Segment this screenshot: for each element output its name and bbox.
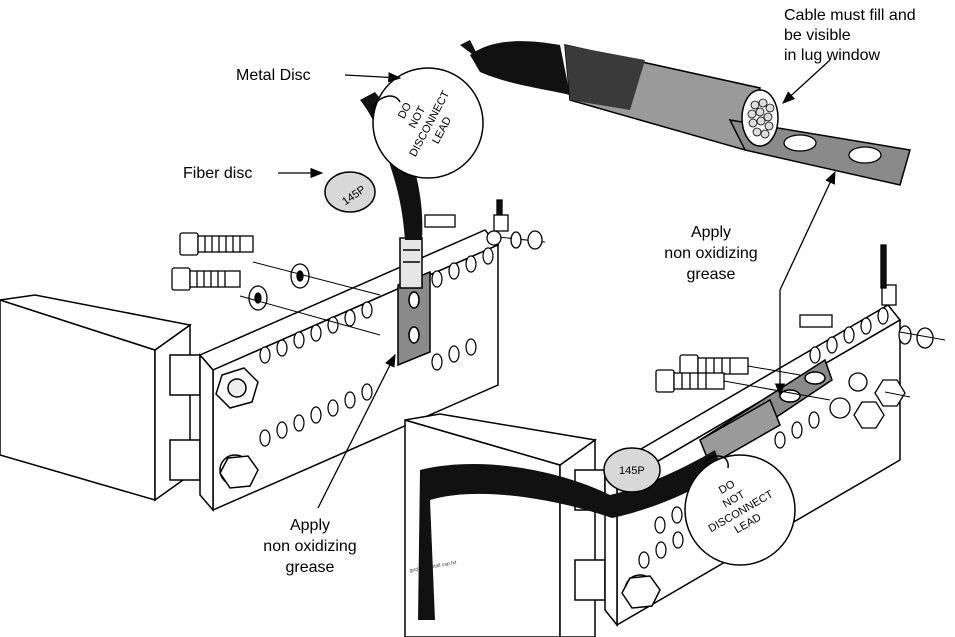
left-lug — [397, 237, 431, 367]
apply-grease-left-label: Apply non oxidizing grease — [263, 517, 356, 576]
apply-grease-right-label: Apply non oxidizing grease — [664, 224, 757, 283]
left-metal-disc: DO NOT DISCONNECT LEAD — [371, 67, 484, 179]
apply-right-line1: Apply — [691, 224, 731, 241]
left-mount-bolt-bottom — [219, 454, 259, 489]
cable-note-line1: Cable must fill and — [784, 7, 916, 24]
left-loose-bolts — [171, 214, 456, 311]
right-assembly: gnd bar install cap fxt — [404, 244, 946, 637]
cable-strands — [747, 98, 775, 139]
cable-note-label: Cable must fill and be visible in lug wi… — [784, 7, 916, 64]
right-hardware — [829, 244, 934, 429]
top-cable-lug-detail — [460, 40, 911, 186]
leader-arrows — [278, 59, 836, 509]
left-mount-bolt-top — [215, 367, 259, 409]
cable-note-line3: in lug window — [784, 47, 881, 64]
fiber-disc-label: Fiber disc — [183, 165, 252, 182]
left-fiber-disc: 145P — [324, 171, 376, 213]
right-wall-bracket — [404, 413, 606, 637]
apply-right-line2: non oxidizing — [664, 245, 757, 262]
left-top-lug-hardware — [486, 199, 543, 250]
right-loose-bolts — [655, 314, 833, 393]
apply-right-line3: grease — [687, 266, 736, 283]
apply-left-line2: non oxidizing — [263, 538, 356, 555]
right-cable — [418, 450, 722, 620]
right-mount-bolt — [621, 574, 661, 609]
metal-disc-label: Metal Disc — [236, 67, 311, 84]
right-metal-disc: DO NOT DISCONNECT LEAD — [684, 454, 796, 566]
left-bar-holes-row2 — [259, 338, 477, 447]
right-fiber-disc-text: 145P — [619, 465, 645, 477]
left-cable — [360, 92, 423, 240]
cable-note-line2: be visible — [784, 27, 851, 44]
left-assembly: 145P DO NOT DISCONNECT LEAD — [0, 67, 546, 513]
left-bar-holes-row1 — [259, 247, 494, 364]
right-fiber-disc: 145P — [603, 447, 661, 493]
apply-left-line1: Apply — [290, 517, 330, 534]
right-lug — [698, 358, 833, 467]
left-wall-bracket — [0, 294, 201, 502]
apply-left-line3: grease — [286, 559, 335, 576]
